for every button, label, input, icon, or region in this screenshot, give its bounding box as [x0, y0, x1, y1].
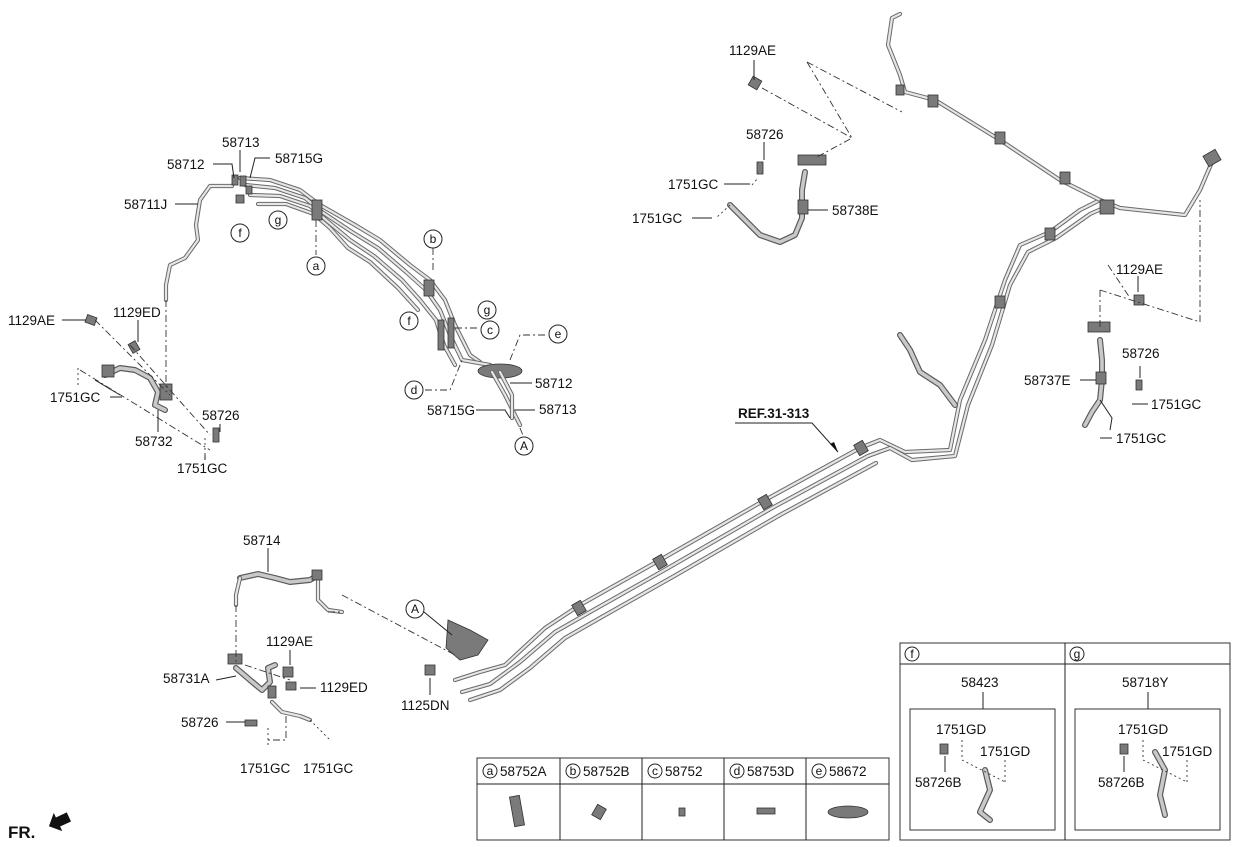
- label-58714: 58714: [243, 533, 281, 548]
- callout-circles: a b f g f g c d: [230, 210, 568, 636]
- svg-text:58752B: 58752B: [583, 764, 630, 779]
- svg-text:a: a: [487, 764, 494, 778]
- label-58737E: 58737E: [1024, 373, 1071, 388]
- svg-text:c: c: [652, 764, 658, 778]
- callout-f-left: f: [230, 223, 250, 243]
- svg-text:a: a: [313, 259, 320, 273]
- label-1751GC-bottom-1: 1751GC: [240, 761, 291, 776]
- svg-text:1751GD: 1751GD: [1118, 722, 1169, 737]
- label-1129ED-bottom: 1129ED: [320, 680, 368, 695]
- callout-A-mid: A: [514, 436, 534, 456]
- callout-f-mid: f: [399, 311, 419, 331]
- label-1751GC-right-2: 1751GC: [1116, 431, 1167, 446]
- label-leaders: [62, 60, 1148, 723]
- label-58726-right: 58726: [1122, 346, 1160, 361]
- detail-f: f 58423 1751GD 1751GD 58726B: [904, 646, 1056, 831]
- label-1129AE-left: 1129AE: [8, 313, 55, 328]
- svg-text:58753D: 58753D: [747, 764, 795, 779]
- label-58713-mid: 58713: [539, 402, 577, 417]
- label-1129ED-left: 1129ED: [113, 305, 161, 320]
- svg-text:b: b: [570, 764, 577, 778]
- label-1751GC-right-1: 1751GC: [1151, 397, 1202, 412]
- svg-text:g: g: [275, 213, 282, 227]
- svg-text:c: c: [487, 323, 493, 337]
- callout-d: d: [404, 380, 424, 400]
- detail-boxes: f 58423 1751GD 1751GD 58726B g 58718Y 17…: [899, 642, 1231, 841]
- label-58712-top: 58712: [167, 157, 205, 172]
- svg-text:e: e: [555, 327, 562, 341]
- svg-text:58672: 58672: [829, 764, 867, 779]
- svg-text:1751GD: 1751GD: [936, 722, 987, 737]
- svg-text:b: b: [430, 232, 437, 246]
- table-cell-d: d 58753D: [729, 763, 795, 815]
- svg-text:58726B: 58726B: [915, 775, 962, 790]
- label-1751GC-left-1: 1751GC: [50, 390, 101, 405]
- svg-text:1751GD: 1751GD: [1162, 744, 1213, 759]
- label-58726-top-right: 58726: [746, 127, 784, 142]
- label-58738E: 58738E: [832, 203, 879, 218]
- front-left-hose: [84, 314, 220, 443]
- label-1129AE-bottom: 1129AE: [266, 634, 313, 649]
- table-cell-e: e 58672: [811, 763, 869, 819]
- front-arrow-icon: [48, 812, 71, 832]
- detail-g: g 58718Y 1751GD 1751GD 58726B: [1069, 646, 1221, 831]
- svg-text:e: e: [816, 764, 823, 778]
- table-cell-a: a 58752A: [482, 763, 547, 828]
- table-cell-c: c 58752: [647, 763, 703, 817]
- callout-A-bottom: A: [405, 599, 425, 619]
- svg-text:A: A: [411, 602, 419, 616]
- svg-text:58752A: 58752A: [500, 764, 547, 779]
- label-1751GC-top-right-1: 1751GC: [668, 177, 719, 192]
- svg-text:58752: 58752: [665, 764, 703, 779]
- svg-text:d: d: [734, 764, 741, 778]
- svg-text:g: g: [1074, 647, 1081, 661]
- label-58726-bottom: 58726: [181, 715, 219, 730]
- rear-right-upper-hose: [727, 75, 827, 245]
- svg-text:g: g: [484, 303, 491, 317]
- callout-b: b: [423, 229, 443, 249]
- callout-c: c: [480, 320, 500, 340]
- front-bottom-assembly: [227, 569, 489, 727]
- svg-text:f: f: [238, 226, 242, 240]
- main-tube-assembly: [452, 11, 1222, 703]
- callout-a: a: [306, 256, 326, 276]
- callout-e: e: [548, 324, 568, 344]
- label-58732: 58732: [135, 434, 173, 449]
- detail-f-part: 58423: [961, 675, 999, 690]
- label-58712-mid: 58712: [535, 376, 573, 391]
- svg-text:58726B: 58726B: [1098, 775, 1145, 790]
- svg-text:f: f: [407, 314, 411, 328]
- svg-text:A: A: [520, 439, 528, 453]
- fr-label: FR.: [8, 823, 35, 842]
- svg-text:d: d: [411, 383, 418, 397]
- label-1129AE-right: 1129AE: [1116, 262, 1163, 277]
- callout-g-left: g: [268, 210, 288, 230]
- front-direction-marker: FR.: [8, 812, 71, 842]
- label-ref-31-313: REF.31-313: [738, 406, 810, 421]
- label-1751GC-left-2: 1751GC: [177, 461, 228, 476]
- label-58711J: 58711J: [124, 197, 167, 212]
- label-58726-left: 58726: [202, 408, 240, 423]
- detail-g-part: 58718Y: [1122, 675, 1169, 690]
- part-labels: 1129AE 58726 1751GC 1751GC 58738E 58713 …: [8, 43, 1202, 776]
- leader-lines: [77, 61, 1201, 745]
- label-1751GC-top-right-2: 1751GC: [632, 211, 683, 226]
- rear-right-lower-hose: [1082, 294, 1145, 431]
- label-58715G-mid: 58715G: [427, 403, 475, 418]
- label-58713-top: 58713: [222, 135, 260, 150]
- label-1129AE-top-right: 1129AE: [729, 43, 776, 58]
- label-1751GC-bottom-2: 1751GC: [303, 761, 354, 776]
- svg-text:1751GD: 1751GD: [980, 744, 1031, 759]
- label-58715G-top: 58715G: [275, 151, 323, 166]
- callout-g-mid: g: [477, 300, 497, 320]
- label-58731A: 58731A: [163, 671, 210, 686]
- label-1125DN: 1125DN: [401, 698, 450, 713]
- svg-text:f: f: [910, 647, 914, 661]
- front-tube-bundle: [163, 174, 523, 428]
- parts-table: a 58752A b 58752B c 58752 d 58753D e 586…: [476, 757, 890, 841]
- table-cell-b: b 58752B: [565, 763, 630, 821]
